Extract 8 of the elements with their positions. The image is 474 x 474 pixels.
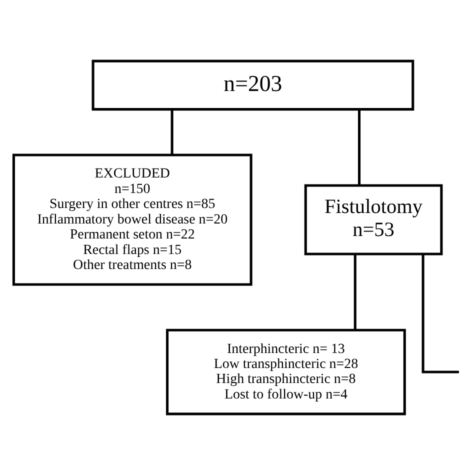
node-box: Fistulotomy n=53 [304, 184, 443, 255]
connector [358, 109, 361, 185]
node-box: n=203 [92, 59, 414, 110]
connector [354, 254, 356, 330]
connector [170, 109, 174, 154]
node-box: EXCLUDED n=150 Surgery in other centres n=85 Inflammatory bowel disease n=20 Permanent seton n=22 Rectal flaps n=15 Other treatments n=8 [12, 153, 252, 286]
node-box: Interphincteric n= 13 Low transphincteric n=28 High transphincteric n=8 Lost to follow-up n=4 [166, 328, 406, 415]
connector [422, 254, 459, 373]
